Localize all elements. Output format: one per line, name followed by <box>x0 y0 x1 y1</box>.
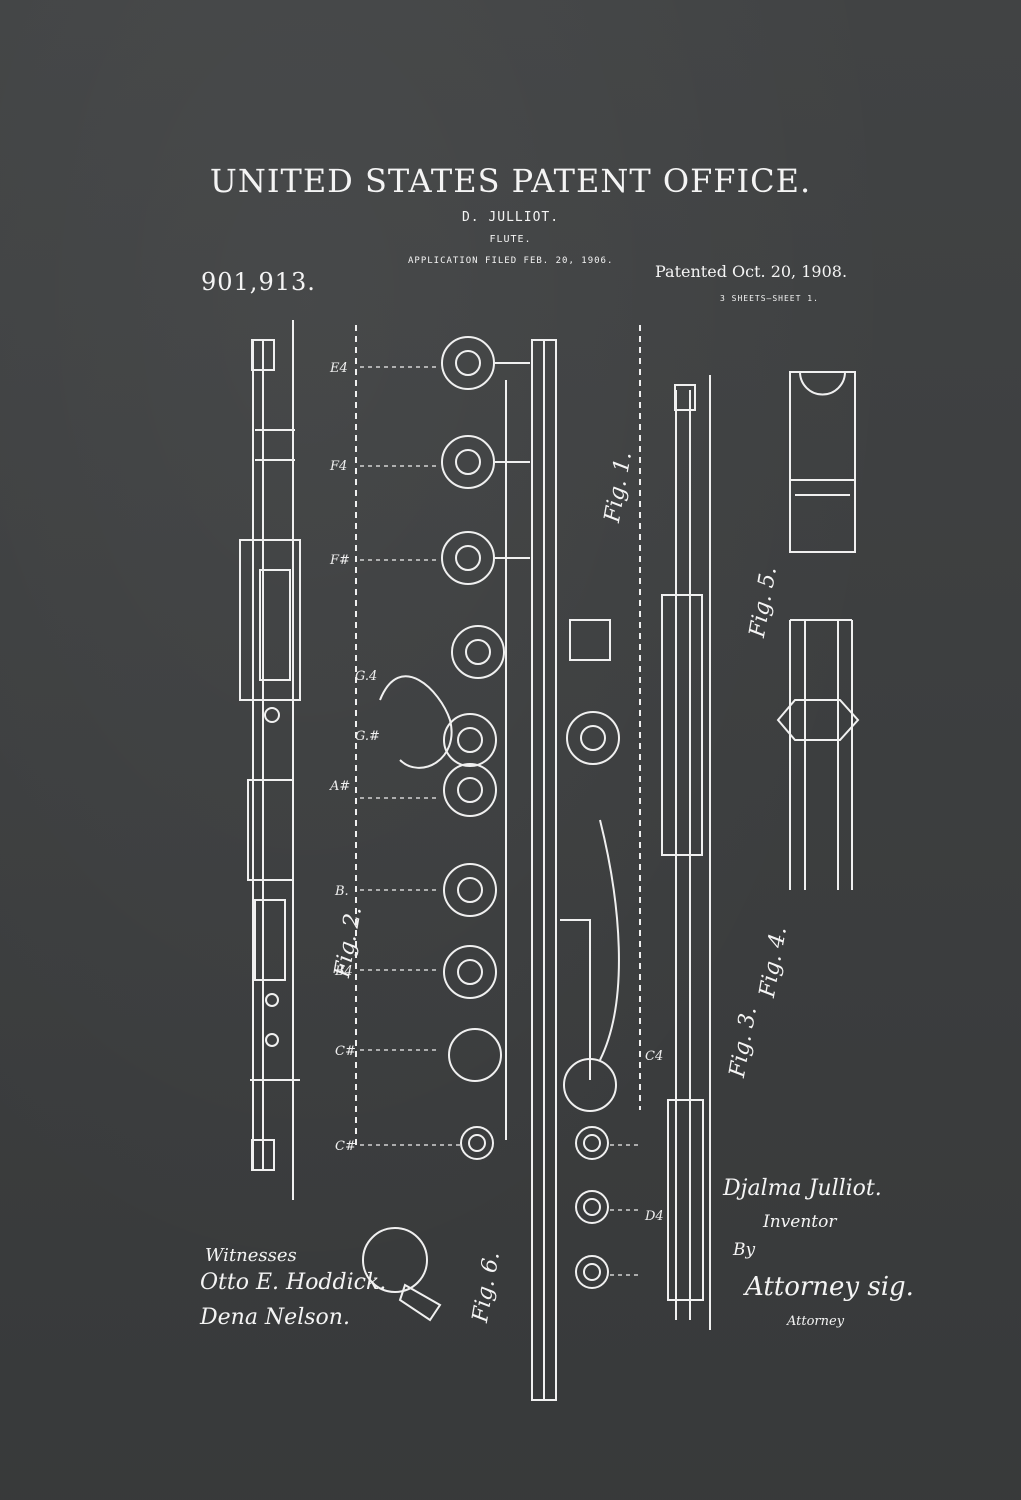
witness-signature-1: Otto E. Hoddick. <box>200 1270 387 1295</box>
witness-signature-2: Dena Nelson. <box>200 1305 350 1330</box>
application-filed: APPLICATION FILED FEB. 20, 1906. <box>408 256 614 266</box>
reference-lines <box>360 366 640 1276</box>
inventor-name: D. JULLIOT. <box>461 210 560 225</box>
label-f4: F4 <box>329 459 347 474</box>
patented-date: Patented Oct. 20, 1908. <box>655 262 848 281</box>
fig1-key-layout <box>355 325 641 1401</box>
label-b: B. <box>334 884 349 899</box>
label-csharp-1: C# <box>335 1044 356 1059</box>
fig4-tube-section <box>776 619 860 890</box>
label-asharp: A# <box>329 779 350 794</box>
attorney-label: Attorney <box>787 1314 845 1329</box>
inventor-label: Inventor <box>763 1212 837 1232</box>
sheet-count: 3 SHEETS—SHEET 1. <box>720 294 819 303</box>
witnesses-label: Witnesses <box>205 1245 297 1266</box>
key-cups <box>441 336 620 1289</box>
fig2-side-view <box>239 320 301 1200</box>
fig6-ring-key <box>362 1227 442 1322</box>
label-g4: G.4 <box>355 669 377 684</box>
label-b4: B4 <box>334 964 353 979</box>
fig5-tube-section <box>789 371 856 553</box>
patent-office-title: UNITED STATES PATENT OFFICE. <box>209 162 812 200</box>
label-e4: E4 <box>329 361 348 376</box>
inventor-signature: Djalma Julliot. <box>723 1176 882 1201</box>
label-d4: D4 <box>644 1209 664 1224</box>
attorney-signature: Attorney sig. <box>745 1272 914 1302</box>
label-gsharp: G.# <box>355 729 380 744</box>
fig3-side-rod <box>661 375 711 1330</box>
label-fsharp: F# <box>329 553 350 568</box>
patent-number: 901,913. <box>201 268 316 296</box>
label-c: C4 <box>645 1049 663 1064</box>
by-label: By <box>733 1240 756 1260</box>
invention-title: FLUTE. <box>489 234 532 245</box>
label-csharp-2: C# <box>335 1139 356 1154</box>
